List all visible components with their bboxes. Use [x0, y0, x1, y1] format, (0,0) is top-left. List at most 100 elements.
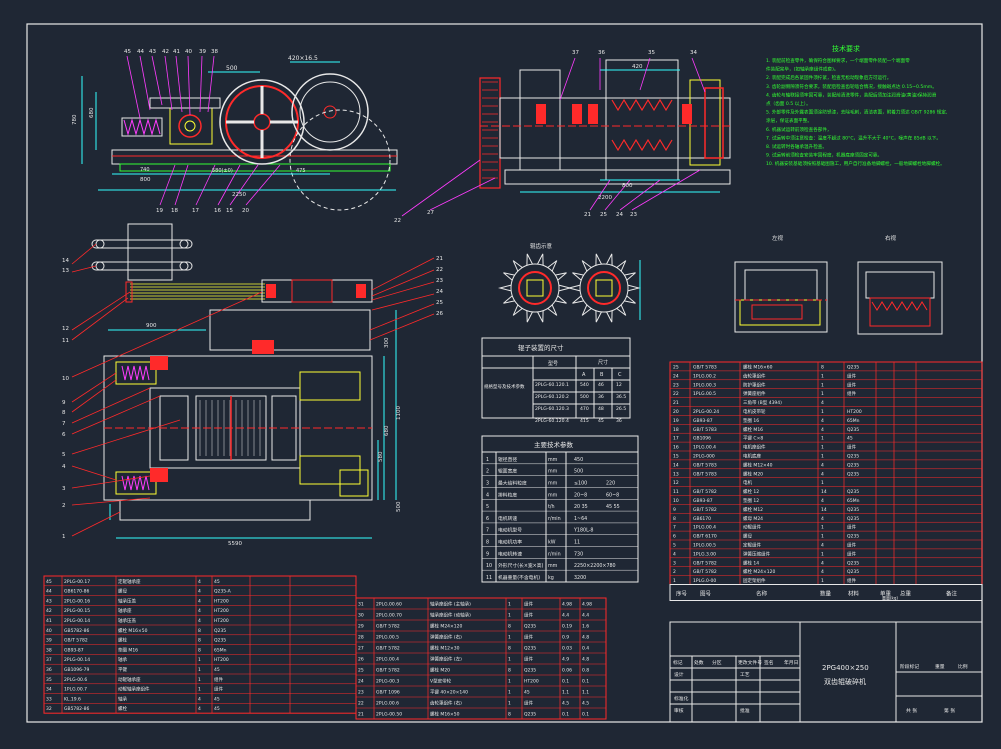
plan-callout-left: 5	[62, 452, 66, 458]
right-bom-cell: 三角带 (B型 4394)	[743, 399, 782, 406]
mid-bom-cell: GB/T 5782	[376, 646, 400, 652]
tech-req-line: 件装配完毕，(如轴承座组件成套)。	[766, 66, 839, 73]
param-cell: ≤100	[574, 480, 587, 486]
mid-bom-cell: 4.5	[582, 701, 589, 707]
mid-bom-cell: 2PLG-00.3	[376, 679, 399, 685]
param-cell: 11	[486, 575, 492, 581]
left-bom-cell: 组件	[214, 686, 223, 693]
plan-dim-300: 300	[384, 337, 390, 348]
right-bom-cell: 弹簧压缩组件	[743, 550, 770, 557]
front-dim-500: 500	[226, 65, 238, 72]
mid-bom-cell: 0.1	[562, 679, 569, 685]
right-bom-cell: 4	[821, 560, 824, 566]
front-view	[81, 55, 398, 211]
left-bom-cell: 65Mn	[214, 647, 227, 653]
plan-callout-right: 23	[436, 278, 443, 284]
param-cell: 电机转速	[498, 515, 517, 522]
left-bom-cell: 33	[46, 696, 52, 702]
right-bom-header: 单重	[880, 590, 892, 598]
right-bom-cell: 组件	[847, 390, 856, 397]
param-cell: r/min	[548, 551, 561, 557]
right-bom-cell: 定辊组件	[743, 542, 761, 549]
param-cell: 1	[486, 457, 489, 463]
title-block: 标记 处数 分区 更改文件号 签名 年月日 设计 标准化 审核 工艺 批准 阶段…	[669, 621, 983, 723]
right-bom-cell: 1	[821, 525, 824, 531]
callout-17: 17	[192, 208, 199, 214]
tech-req-title: 技术要求	[832, 44, 860, 53]
right-bom-cell: 10	[673, 498, 679, 504]
right-bom-cell: Q235	[847, 489, 859, 495]
roller-table-h4: B	[600, 372, 604, 378]
side-gear-right	[704, 87, 724, 159]
right-bom-cell: 65Mn	[847, 498, 860, 504]
tb-stage-2: 比例	[958, 663, 968, 670]
left-bom-cell: 动辊轴承座	[118, 676, 141, 683]
left-bom-cell: 4	[198, 608, 201, 614]
left-bom-cell: 35	[46, 677, 52, 683]
param-cell: mm	[548, 470, 558, 475]
right-bom-cell: 8	[673, 516, 676, 522]
right-bom-cell: 4	[821, 462, 824, 468]
side-dim-420: 420	[632, 64, 643, 70]
left-bom-cell: 动辊轴承座组件	[118, 686, 150, 693]
right-bom-cell: 垫圈 12	[743, 497, 759, 504]
param-cell: 10	[486, 563, 492, 569]
plan-callout-left: 1	[62, 534, 66, 540]
right-bom-cell: 65Mn	[847, 418, 860, 424]
gear-hub	[587, 271, 621, 305]
param-cell: 60~8	[606, 492, 619, 498]
side-frame	[499, 97, 731, 159]
left-bom-cell: 34	[46, 687, 52, 693]
right-bom-header: 序号	[676, 590, 688, 598]
right-bom-cell: 螺栓 M12×40	[743, 461, 773, 468]
param-cell: 电动机功率	[498, 539, 522, 546]
left-bom-cell: GB5782-86	[64, 706, 90, 712]
right-bom-cell: 组件	[847, 577, 856, 584]
tech-req-line: 1. 装配前检查零件，确保符合图样要求，一个端面零件装配一个端面零	[766, 57, 910, 64]
left-bom-cell: GB5782-86	[64, 628, 90, 634]
left-bom-cell: 45	[214, 579, 220, 585]
tb-mark-5: 年月日	[784, 659, 798, 666]
plan-callout-right: 25	[436, 300, 443, 306]
left-bom-cell: GB6170-86	[64, 589, 90, 595]
param-cell: 6	[486, 516, 489, 522]
right-bom-cell: 4	[821, 471, 824, 477]
tech-req-line: 8. 试运转时各轴承温升检查。	[766, 143, 827, 150]
left-bom-cell: 8	[198, 628, 201, 634]
left-bom-cell: GB/T 5782	[64, 638, 88, 644]
right-bom-cell: 垫圈 16	[743, 417, 759, 424]
left-bom-cell: 4	[198, 706, 201, 712]
roller-table-cell: 12	[616, 382, 622, 388]
tb-role-1: 标准化	[674, 695, 689, 702]
param-cell: mm	[548, 481, 558, 486]
right-bom-cell: 18	[673, 427, 679, 433]
left-bom-cell: Q235	[214, 628, 226, 634]
right-bom-cell: GB/T 5783	[693, 462, 717, 468]
param-cell: 220	[606, 480, 615, 486]
front-dim-680: 680	[89, 107, 95, 118]
mid-bom-cell: 1.6	[582, 624, 589, 630]
plan-dim-500: 500	[396, 501, 402, 512]
right-bom-cell: 45	[847, 436, 853, 442]
left-bom-cell: GB1096-79	[64, 667, 90, 673]
left-bom-cell: 8	[198, 647, 201, 653]
right-bom-cell: 4	[821, 427, 824, 433]
right-bom-cell: Q235	[847, 462, 859, 468]
mid-bom-cell: 轴承座组件 (主轴承)	[430, 601, 471, 608]
right-bom-cell: 1	[821, 409, 824, 415]
right-bom-cell: 1	[673, 578, 676, 584]
left-bom-cell: 45	[214, 667, 220, 673]
plan-callout-left: 12	[62, 326, 69, 332]
param-cell: 11	[574, 540, 580, 546]
param-cell: 3200	[574, 575, 586, 581]
roller-table-cell: 2PLG-60.120.2	[535, 394, 569, 400]
right-bom-cell: 1PLG.0-00	[693, 578, 716, 584]
right-bom-weight-header: 重量(kg)	[882, 595, 898, 601]
left-bom-cell: 轴承座	[118, 607, 132, 614]
roller-table-h2: 尺寸	[598, 359, 608, 366]
front-dim-780: 780	[72, 114, 78, 125]
front-dim-800: 800	[140, 177, 151, 183]
right-bom-header: 图号	[700, 590, 712, 598]
side-callout-25: 25	[600, 212, 607, 218]
